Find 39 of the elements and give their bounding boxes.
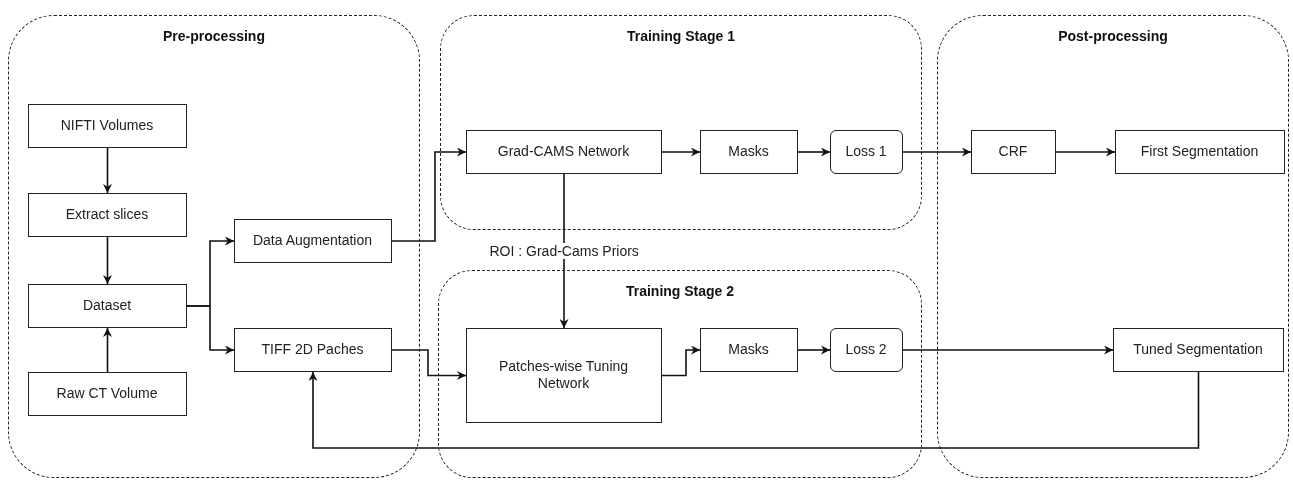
arrow <box>797 345 831 355</box>
process-box: Raw CT Volume <box>27 371 187 416</box>
process-box: First Segmentation <box>1114 129 1285 174</box>
arrow <box>661 345 701 377</box>
dashed-panel <box>937 15 1289 478</box>
arrow <box>661 147 701 157</box>
arrow <box>103 327 112 373</box>
arrow <box>902 147 972 157</box>
arrow <box>1055 147 1116 157</box>
arrow <box>559 173 569 329</box>
arrow <box>391 349 467 380</box>
dashed-panel <box>440 15 922 230</box>
process-box: Data Augmentation <box>233 218 392 263</box>
process-box: TIFF 2D Paches <box>233 327 392 372</box>
arrow <box>797 147 831 157</box>
process-box: Dataset <box>27 283 187 328</box>
arrow <box>308 371 1200 449</box>
dashed-panel <box>8 15 420 478</box>
arrow <box>103 147 112 194</box>
process-box: Patches-wise Tuning Network <box>465 327 662 423</box>
arrow <box>103 236 112 285</box>
process-box: Masks <box>699 129 798 174</box>
dashed-panel <box>438 270 922 478</box>
process-box: Grad-CAMS Network <box>465 129 662 174</box>
panel-heading: Post-processing <box>1058 28 1168 44</box>
process-box: Tuned Segmentation <box>1112 327 1284 372</box>
rounded-box: Loss 2 <box>829 327 903 372</box>
arrow <box>902 345 1114 355</box>
panel-heading: Training Stage 1 <box>626 28 736 44</box>
process-box: Extract slices <box>27 192 187 237</box>
panel-heading: Pre-processing <box>163 28 265 44</box>
process-box: Masks <box>699 327 798 372</box>
process-box: NIFTI Volumes <box>27 103 187 148</box>
process-box: CRF <box>970 129 1056 174</box>
edge-label: ROI : Grad-Cams Priors <box>487 243 641 259</box>
panel-heading: Training Stage 2 <box>625 283 735 299</box>
arrow <box>391 147 467 242</box>
rounded-box: Loss 1 <box>829 129 903 174</box>
arrow <box>186 305 235 355</box>
